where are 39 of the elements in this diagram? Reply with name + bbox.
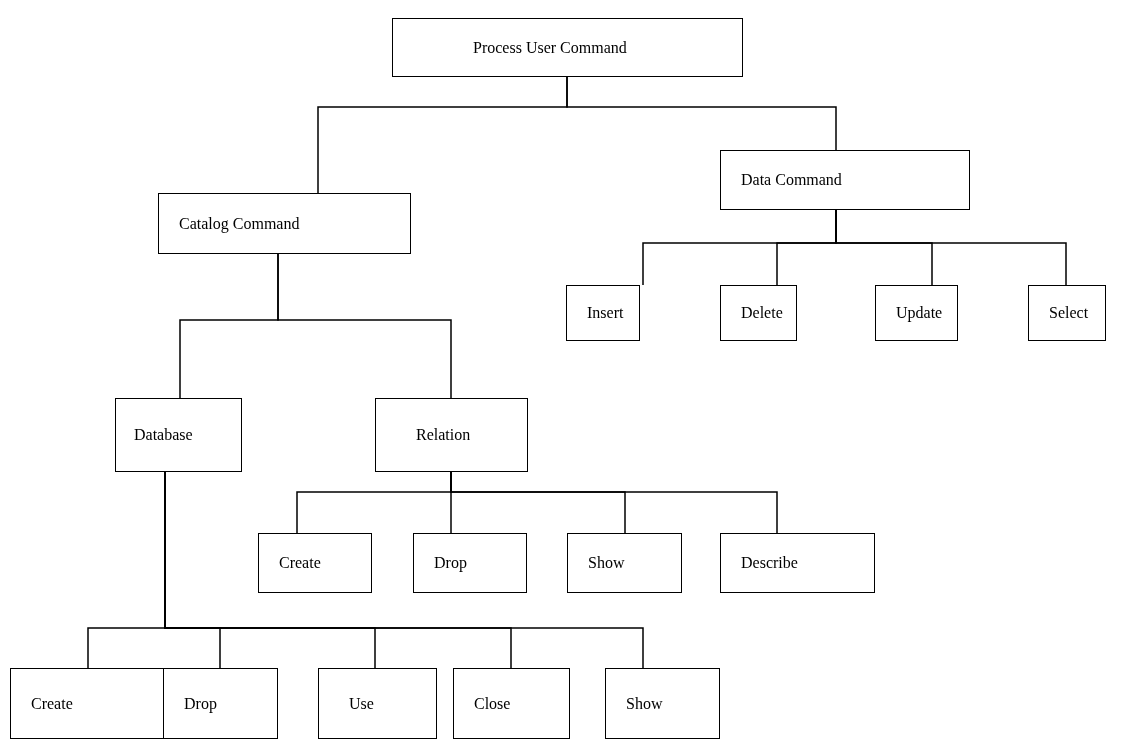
process-box: [413, 533, 527, 593]
process-box: [318, 668, 437, 739]
box-label: Catalog Command: [179, 214, 300, 233]
process-box: [1028, 285, 1106, 341]
box-label: Close: [474, 694, 511, 713]
box-label: Create: [31, 694, 73, 713]
box-label: Delete: [741, 304, 783, 322]
process-box: [115, 398, 242, 472]
box-label: Drop: [434, 554, 467, 572]
box-label: Process User Command: [473, 38, 627, 57]
process-box: [258, 533, 372, 593]
process-box: [720, 533, 875, 593]
process-box: [566, 285, 640, 341]
connector-line: [835, 209, 1067, 286]
box-label: Create: [279, 554, 321, 572]
connector-line: [277, 253, 452, 399]
box-label: Describe: [741, 554, 798, 572]
box-label: Select: [1049, 304, 1089, 322]
connector-line: [566, 76, 837, 151]
box-label: Update: [896, 304, 943, 322]
process-box: [10, 668, 165, 739]
process-box: [875, 285, 958, 341]
box-label: Show: [588, 554, 625, 572]
process-box: [605, 668, 720, 739]
process-box: [163, 668, 278, 739]
box-label: Data Command: [741, 171, 842, 189]
box-label: Insert: [587, 304, 624, 322]
process-box: [158, 193, 411, 254]
box-label: Drop: [184, 694, 217, 713]
process-box: [375, 398, 528, 472]
box-label: Show: [626, 694, 663, 713]
process-box: [720, 285, 797, 341]
process-box: [392, 18, 743, 77]
box-label: Database: [134, 426, 193, 444]
box-label: Use: [349, 694, 374, 713]
process-box: [567, 533, 682, 593]
process-box: [453, 668, 570, 739]
process-box: [720, 150, 970, 210]
box-label: Relation: [416, 426, 471, 444]
